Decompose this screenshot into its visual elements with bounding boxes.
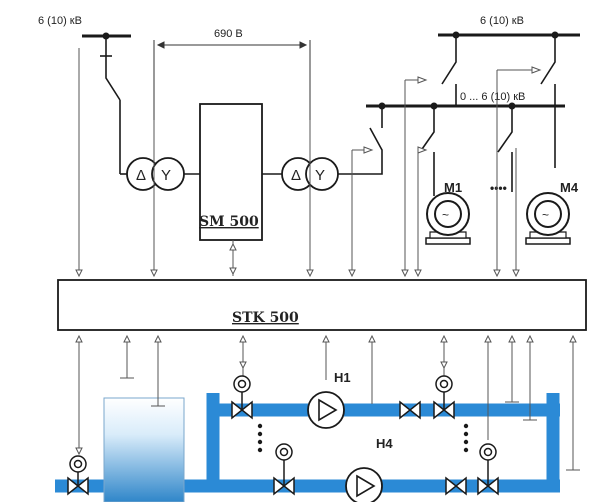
delta-symbol-1: Δ [136, 167, 146, 184]
sm500-converter-box [199, 103, 263, 241]
supply-left-label: 6 (10) кВ [38, 15, 82, 27]
signal-lines-upper [78, 48, 540, 276]
pump-h4-label: H4 [376, 436, 393, 451]
pipe-upper-branch [206, 393, 560, 486]
supply-right-label: 6 (10) кВ [480, 15, 524, 27]
transformer-left [126, 157, 185, 191]
wye-symbol-1: Y [161, 167, 171, 184]
pump-h1-label: H1 [334, 370, 351, 385]
motor-m1: ~ [425, 192, 471, 245]
pump-h1 [307, 391, 345, 429]
stk500-controller-bar [57, 279, 587, 331]
motor-m1-tilde: ~ [442, 208, 449, 222]
voltage-690-dimension [153, 40, 311, 120]
signal-lines-lower [78, 336, 580, 471]
wye-symbol-2: Y [315, 167, 325, 184]
power-wiring [100, 35, 556, 192]
delta-symbol-2: Δ [291, 167, 301, 184]
motor-m1-label: M1 [444, 180, 462, 195]
bus-voltage-label: 0 ... 6 (10) кВ [460, 91, 525, 103]
water-tank [103, 397, 185, 502]
motor-m4: ~ [525, 192, 571, 245]
sm500-label: SM 500 [199, 214, 259, 230]
pump-h4 [345, 467, 383, 502]
motor-ellipsis: •••• [490, 181, 507, 195]
branch-ellipsis-right [463, 423, 469, 453]
branch-ellipsis-left [257, 423, 263, 453]
transformer-right [281, 157, 339, 191]
motor-m4-label: M4 [560, 180, 579, 195]
stk500-label: STK 500 [232, 310, 299, 326]
voltage-690-label: 690 В [214, 28, 243, 40]
motor-m4-tilde: ~ [542, 208, 549, 222]
valves [67, 375, 499, 496]
